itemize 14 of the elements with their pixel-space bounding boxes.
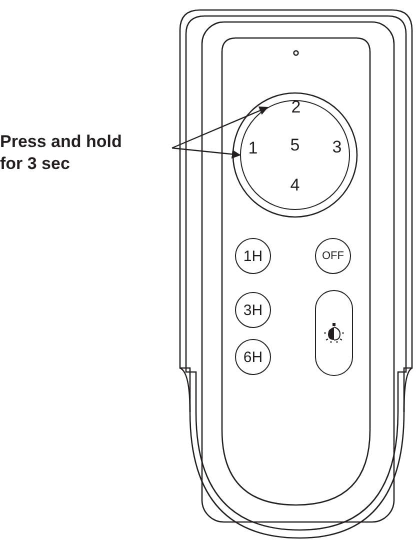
round-button: 1H: [235, 238, 271, 274]
round-button: 3H: [235, 292, 271, 328]
button-number: 3: [332, 138, 342, 156]
button-number: 5: [290, 136, 300, 154]
dial-ring: [240, 100, 350, 210]
light-button: [315, 290, 353, 376]
leader-arrow: [172, 147, 241, 159]
button-number: 2: [291, 98, 301, 116]
round-button: OFF: [315, 238, 351, 274]
button-number: 4: [290, 176, 300, 194]
instruction-text: Press and hold for 3 sec: [0, 130, 150, 176]
round-button: 6H: [235, 339, 271, 375]
leader-arrow: [172, 106, 268, 149]
button-number: 1: [248, 140, 258, 156]
